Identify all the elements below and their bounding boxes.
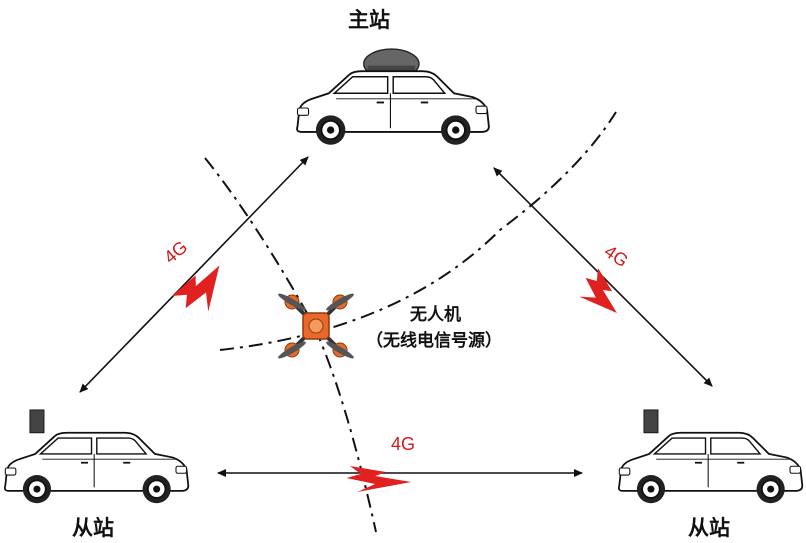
link-arrow-main-left bbox=[79, 156, 309, 393]
drone-sublabel: （无线电信号源） bbox=[366, 331, 502, 351]
slave-right-car-icon bbox=[617, 409, 804, 505]
link-arrows bbox=[79, 156, 713, 477]
4g-bolt-right bbox=[573, 266, 631, 323]
drone-label: 无人机 bbox=[410, 305, 461, 325]
drone-icon bbox=[278, 293, 354, 359]
slave-station-right-label: 从站 bbox=[688, 516, 730, 540]
4g-bolt-bottom bbox=[346, 466, 412, 492]
main-station-label: 主站 bbox=[348, 8, 390, 32]
slave-left-car-icon bbox=[3, 409, 190, 505]
slave-station-left-label: 从站 bbox=[72, 516, 114, 540]
link-tag-bottom: 4G bbox=[391, 434, 416, 454]
main-station-car-icon bbox=[296, 48, 490, 146]
